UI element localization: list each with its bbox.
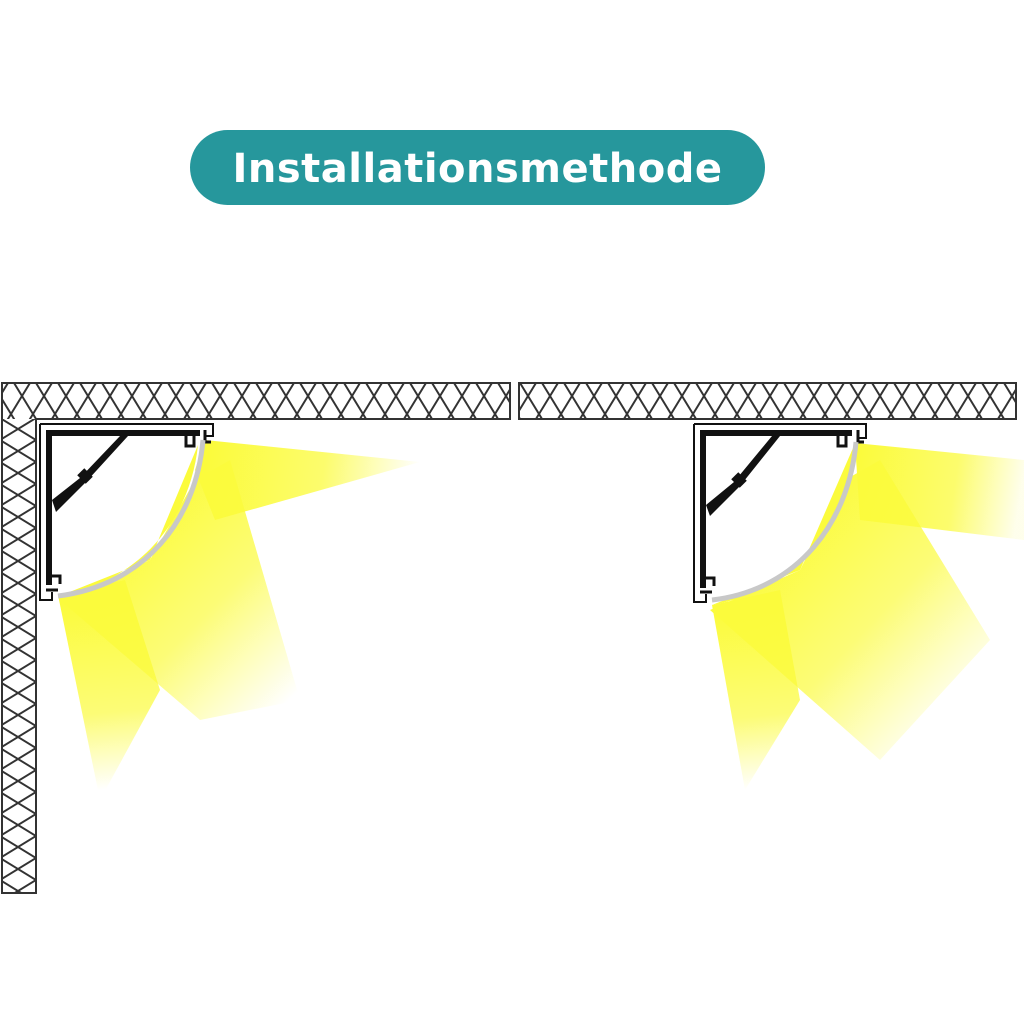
diffuser-cover-right — [711, 441, 859, 603]
aluminum-profile-right — [693, 423, 867, 603]
aluminum-profile-left — [39, 423, 214, 601]
title-pill: Installationsmethode — [190, 130, 765, 205]
light-beam-right — [710, 443, 1024, 790]
side-wall-left — [2, 419, 36, 893]
page-title: Installationsmethode — [232, 145, 723, 192]
inner-corner-mount — [1, 382, 511, 894]
diffuser-cover-left — [57, 439, 206, 599]
ceiling-wall-right — [518, 382, 1017, 420]
light-beam-left — [58, 440, 420, 800]
ceiling-mount — [518, 382, 1024, 790]
